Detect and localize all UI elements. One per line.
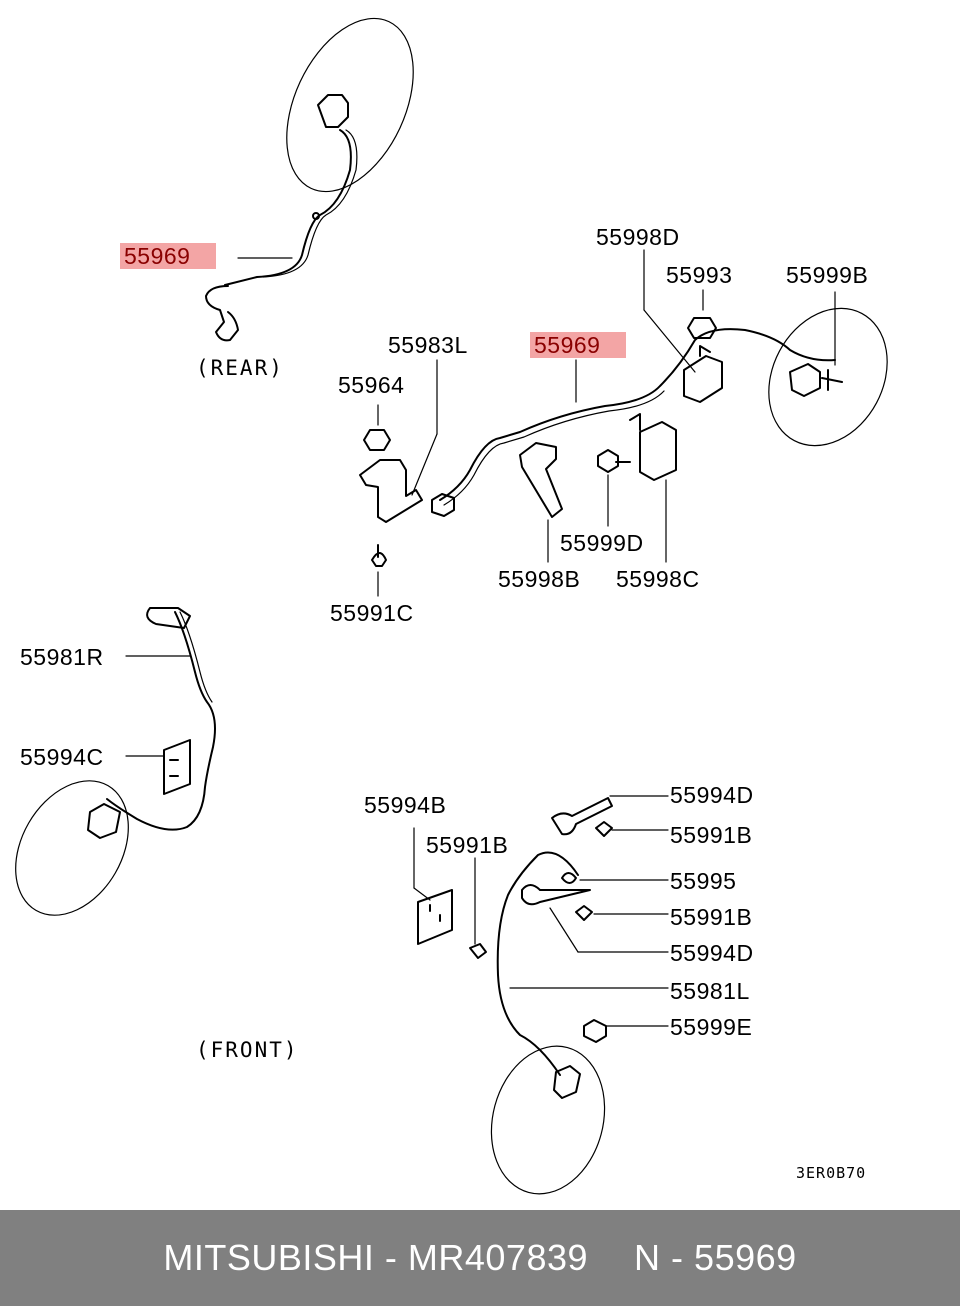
clip-55991b-left — [469, 943, 487, 959]
grommet-55995 — [561, 872, 577, 884]
label-55981r[interactable]: 55981R — [20, 644, 104, 670]
label-55995[interactable]: 55995 — [670, 868, 737, 894]
label-55999e[interactable]: 55999E — [670, 1014, 753, 1040]
bracket-55994b — [417, 889, 453, 945]
label-harness-55969[interactable]: 55969 — [530, 332, 627, 358]
footer-bar: MITSUBISHI - MR407839 N - 55969 — [0, 1210, 960, 1306]
label-55994d-top[interactable]: 55994D — [670, 782, 754, 808]
label-55998d[interactable]: 55998D — [596, 224, 680, 250]
label-55991b-top[interactable]: 55991B — [670, 822, 753, 848]
sensor-55981l-tip — [553, 1065, 581, 1099]
label-55998c[interactable]: 55998C — [616, 566, 700, 592]
nut-55993 — [687, 317, 717, 339]
clip-55991b-top — [595, 821, 613, 837]
label-55994c[interactable]: 55994C — [20, 744, 104, 770]
label-55991c[interactable]: 55991C — [330, 600, 414, 626]
label-55991b-mid[interactable]: 55991B — [670, 904, 753, 930]
caption-front: (FRONT) — [196, 1038, 299, 1062]
front-right-wheel-outline — [15, 780, 129, 916]
sensor-55981r-head — [146, 607, 191, 629]
footer-space — [397, 1237, 408, 1279]
right-wheel-outline — [768, 307, 888, 447]
rear-sensor-connector — [205, 285, 239, 342]
rear-wheel-outline — [286, 17, 414, 193]
harness-connector-left — [431, 493, 455, 517]
bolt-55999e — [583, 1019, 607, 1043]
diagram-code: 3ER0B70 — [796, 1164, 867, 1182]
footer-space — [374, 1237, 385, 1279]
caption-rear: (REAR) — [196, 356, 284, 380]
bracket-55994d-top — [551, 797, 613, 836]
footer-position-prefix: N — [634, 1237, 661, 1278]
rear-sensor-cable — [224, 129, 352, 286]
bracket-55994d-mid — [521, 884, 591, 906]
footer-space — [684, 1237, 695, 1279]
main-harness-cable — [439, 328, 836, 501]
clamp-55998d — [683, 345, 723, 403]
label-55998b[interactable]: 55998B — [498, 566, 581, 592]
clip-55991c — [371, 544, 387, 567]
clamp-55998b — [519, 442, 563, 518]
label-55993[interactable]: 55993 — [666, 262, 733, 288]
bracket-55994c — [163, 739, 191, 795]
footer-sep-2: - — [671, 1237, 684, 1278]
rear-sensor-body — [317, 94, 349, 128]
footer-part-number: MR407839 — [407, 1237, 589, 1278]
footer-position-number: 55969 — [694, 1237, 797, 1278]
nut-55964 — [363, 429, 391, 451]
parts-diagram — [15, 17, 888, 1195]
label-55999d[interactable]: 55999D — [560, 530, 644, 556]
footer-space — [661, 1237, 672, 1279]
label-55981l[interactable]: 55981L — [670, 978, 750, 1004]
footer-sep-1: - — [384, 1237, 398, 1278]
label-rear-sensor-55969[interactable]: 55969 — [120, 243, 217, 269]
clamp-55998c — [629, 413, 677, 481]
label-55991b-left[interactable]: 55991B — [426, 832, 509, 858]
clip-55991b-mid — [575, 905, 593, 921]
sensor-55981r-tip — [87, 803, 121, 839]
footer-brand: MITSUBISHI — [163, 1237, 375, 1278]
sensor-55981l-cable — [496, 851, 579, 1076]
bolt-55999d — [597, 449, 631, 473]
label-55964[interactable]: 55964 — [338, 372, 405, 398]
sensor-55981r-cable — [106, 611, 216, 831]
label-55999b[interactable]: 55999B — [786, 262, 869, 288]
front-left-wheel-outline — [490, 1045, 606, 1195]
bolt-55999b — [789, 363, 843, 397]
bracket-55983l — [359, 459, 423, 523]
label-55994b[interactable]: 55994B — [364, 792, 447, 818]
label-55994d-mid[interactable]: 55994D — [670, 940, 754, 966]
label-55983l[interactable]: 55983L — [388, 332, 468, 358]
